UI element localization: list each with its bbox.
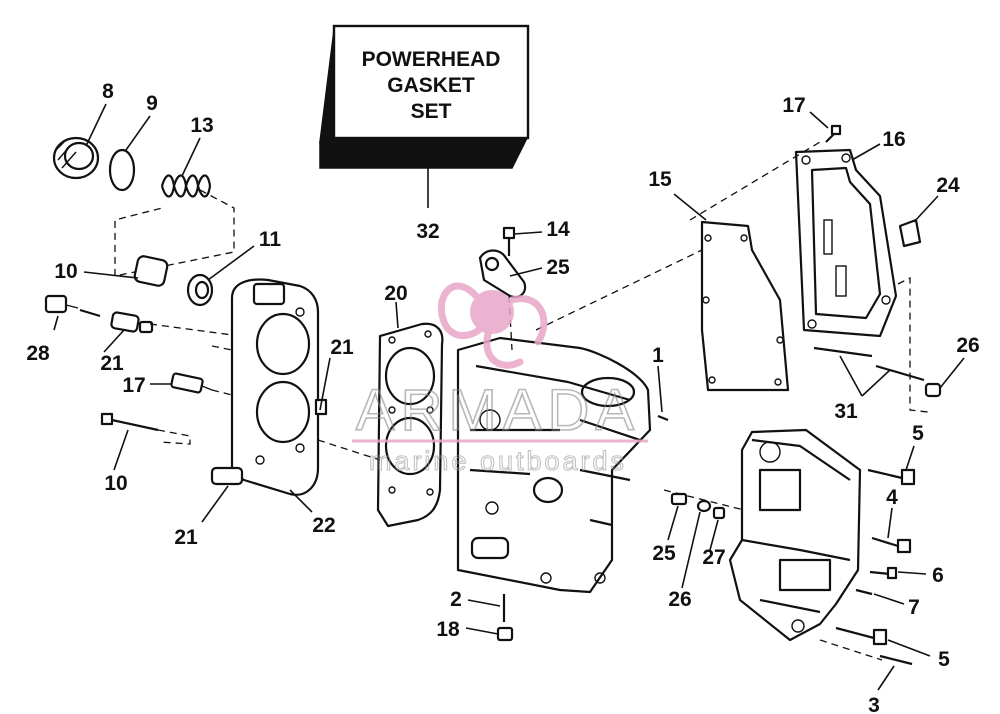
part-17-screw [825, 124, 842, 143]
callout-28: 26 [668, 588, 691, 611]
part-5-bolt-bottom [835, 626, 888, 646]
callout-6: 6 [932, 564, 944, 587]
part-4-bolt [871, 536, 912, 554]
part-12-seal [186, 273, 214, 307]
part-11-valve [133, 255, 169, 287]
callout-2: 2 [450, 588, 462, 611]
callout-5-bottom: 5 [938, 648, 950, 671]
armada-watermark: ARMADA marine outboards [352, 282, 648, 477]
callout-1: 1 [652, 344, 664, 367]
gasket-set-box: POWERHEAD GASKET SET [319, 24, 530, 208]
part-18-sensor [170, 372, 213, 394]
callout-23: 21 [100, 352, 124, 375]
watermark-logo-icon [470, 290, 514, 334]
gasket-box-line-3: SET [411, 100, 452, 123]
part-23-plug [110, 311, 154, 334]
part-15-gasket [700, 220, 790, 392]
callout-14: 14 [546, 218, 570, 241]
cylinder-block [456, 336, 652, 594]
part-28-washer [696, 499, 712, 513]
part-20-gasket [376, 322, 444, 528]
part-10-bolt [100, 412, 159, 432]
part-7-pin [855, 588, 873, 596]
part-13-spring [160, 174, 212, 198]
callout-31: 31 [834, 400, 858, 423]
callout-16: 16 [882, 128, 905, 151]
callout-5-top: 5 [912, 422, 924, 445]
part-27-screw [670, 492, 688, 506]
callout-13: 13 [190, 114, 213, 137]
callout-27: 25 [652, 542, 676, 565]
callout-20: 20 [384, 282, 407, 305]
watermark-tagline: marine outboards [369, 446, 627, 476]
part-5-bolt-top [867, 468, 916, 486]
callout-7: 7 [908, 596, 920, 619]
callout-29: 27 [702, 546, 725, 569]
part-29-nut [712, 506, 726, 520]
small-screw [79, 308, 101, 318]
callout-32: 32 [416, 220, 439, 243]
callout-4: 4 [886, 486, 898, 509]
callout-24: 24 [936, 174, 960, 197]
callout-21-top: 21 [330, 336, 354, 359]
part-30-fitting [44, 294, 79, 314]
callout-10: 10 [104, 472, 127, 495]
leader-lines [53, 103, 965, 691]
part-9-o-ring [108, 148, 136, 192]
crankcase-half [728, 428, 862, 642]
callout-26: 26 [956, 334, 979, 357]
callout-21-bottom: 21 [174, 526, 198, 549]
part-1-pin [657, 414, 669, 422]
callout-labels: 8 9 13 10 11 28 21 17 10 21 21 22 20 32 … [26, 80, 979, 714]
callout-3: 3 [868, 694, 880, 714]
callout-9: 9 [146, 92, 158, 115]
part-22-cylinder-cover [210, 278, 328, 496]
callout-22: 22 [312, 514, 335, 537]
callout-15: 15 [648, 168, 672, 191]
callout-12: 11 [259, 228, 282, 251]
part-26-fitting [924, 382, 942, 398]
callout-11: 10 [54, 260, 77, 283]
callout-18: 17 [122, 374, 145, 397]
part-3-pin [879, 654, 913, 666]
callout-30: 28 [26, 342, 50, 365]
part-6-screw [869, 566, 898, 580]
callout-19: 18 [436, 618, 460, 641]
callout-25: 25 [546, 256, 570, 279]
gasket-box-line-1: POWERHEAD [362, 48, 501, 71]
part-8-cap [52, 136, 100, 180]
watermark-brand: ARMADA [356, 378, 640, 443]
part-24-clip [898, 218, 922, 248]
part-14-screw [502, 226, 516, 256]
part-16-cover-plate [794, 148, 898, 338]
callout-17: 17 [782, 94, 805, 117]
part-19-nut [496, 626, 514, 642]
part-31-dowel-pins [813, 346, 925, 382]
callout-8: 8 [102, 80, 114, 103]
gasket-box-line-2: GASKET [387, 74, 475, 97]
